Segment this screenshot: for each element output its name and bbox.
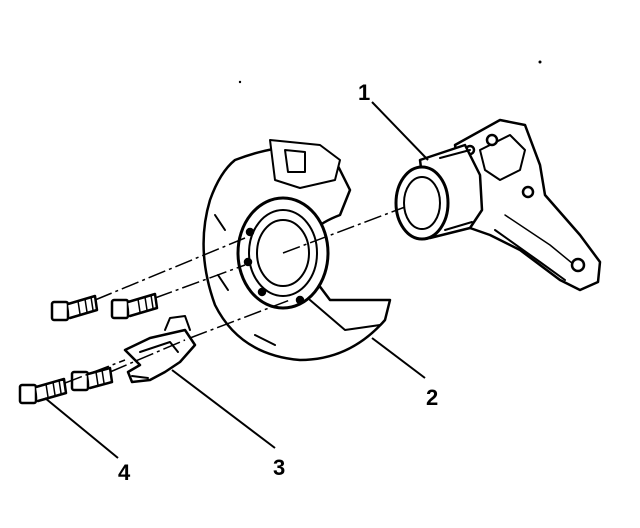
splash-shield (202, 139, 392, 362)
callout-4: 4 (118, 460, 131, 485)
bolt-lower-left (18, 377, 68, 405)
callout-3: 3 (273, 455, 285, 480)
leader-1 (371, 101, 429, 161)
leader-lines (44, 101, 429, 459)
bolt-lower-right (70, 366, 114, 392)
callout-1: 1 (358, 80, 370, 105)
leader-3 (171, 369, 276, 449)
bolt-upper-left (50, 294, 99, 322)
centerlines (64, 206, 406, 384)
speck (538, 60, 542, 64)
sensor-bracket (123, 315, 197, 384)
speck (238, 80, 242, 84)
leader-2 (371, 337, 426, 379)
callout-2: 2 (426, 385, 438, 410)
leader-4 (44, 397, 119, 459)
knuckle-assembly (394, 118, 602, 292)
bolt-upper-right (110, 292, 159, 320)
